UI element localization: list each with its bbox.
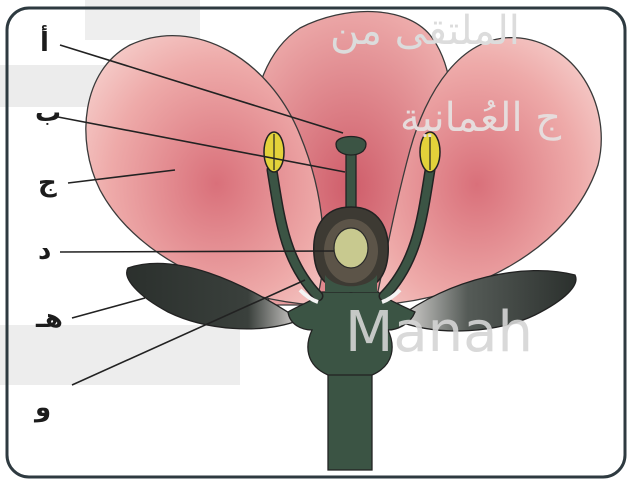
- watermark-text: Manah: [345, 300, 533, 365]
- label-b: ب: [35, 100, 61, 126]
- leader-line-d: [60, 251, 334, 252]
- label-h: هـ: [36, 306, 63, 332]
- watermark-text: ج العُمانية: [400, 95, 561, 141]
- label-j: ج: [38, 170, 57, 196]
- anther-left: [264, 132, 284, 172]
- ovule: [334, 228, 368, 268]
- watermark-bar: [85, 0, 200, 40]
- watermark-text: الملتقى من: [330, 8, 520, 54]
- label-w: و: [35, 395, 51, 421]
- stigma: [336, 137, 366, 156]
- watermark-bar: [0, 325, 240, 385]
- style: [346, 148, 356, 212]
- label-d: د: [38, 238, 51, 264]
- leader-line-h: [72, 298, 145, 318]
- label-a: أ: [40, 30, 49, 56]
